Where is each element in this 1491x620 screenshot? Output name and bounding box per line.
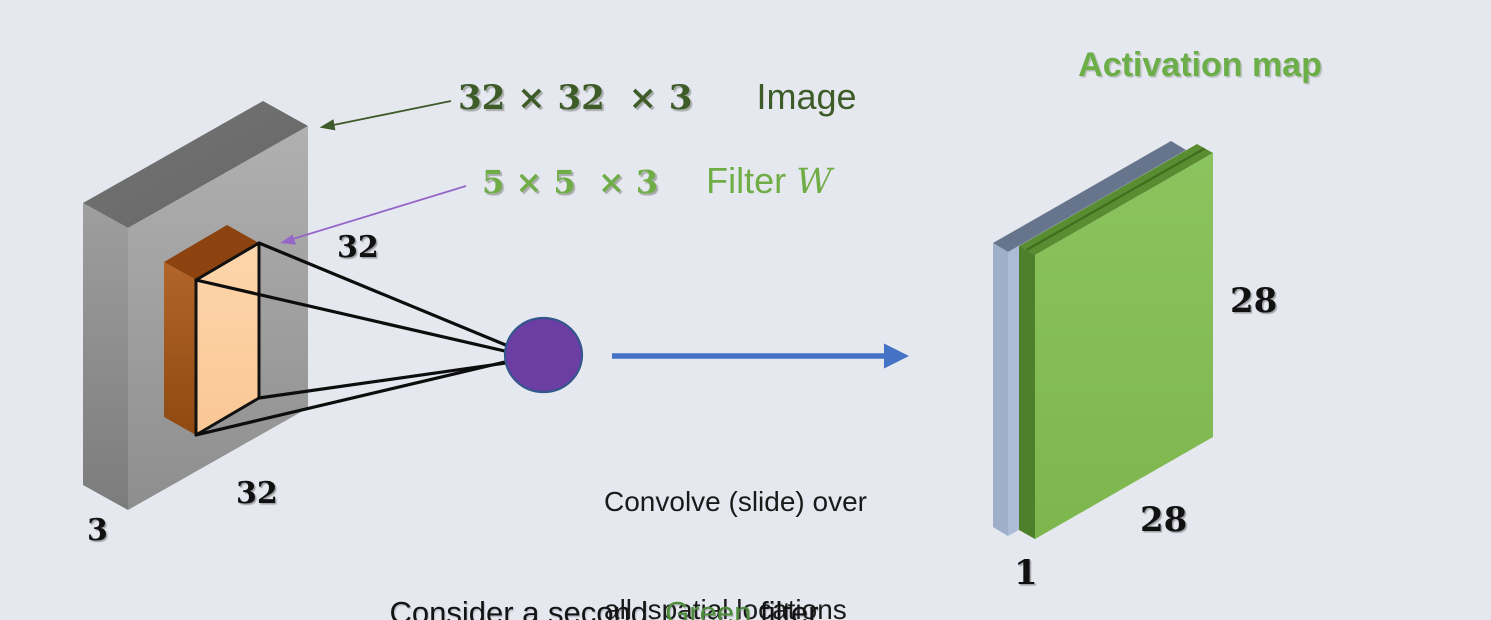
convolve-caption-line1: Convolve (slide) over — [604, 486, 867, 517]
bottom-caption-prefix: Consider a second, — [389, 595, 666, 620]
filter-dims-label: 5 × 5 × 3 — [482, 163, 659, 201]
connection-line — [257, 241, 515, 350]
filter-cube-left-face — [164, 262, 196, 435]
convolve-caption: Convolve (slide) over all spatial locati… — [604, 412, 867, 620]
activation-height-label: 28 — [1230, 281, 1278, 321]
image-leader-arrowhead-icon — [319, 119, 336, 131]
bottom-caption: Consider a second, Green filter — [355, 566, 819, 620]
filter-cube — [164, 225, 261, 437]
convolve-caption-line2: all spatial locations — [604, 594, 847, 620]
image-cube-left-face — [83, 203, 128, 510]
image-name-label: Image — [756, 76, 857, 117]
back-slab-left-face — [993, 243, 1008, 536]
image-dims-label: 32 × 32 × 3 — [458, 78, 693, 118]
activation-map-title: Activation map — [1078, 46, 1322, 84]
convolve-arrowhead-icon — [884, 343, 909, 369]
activation-width-label: 28 — [1140, 500, 1188, 540]
filter-name-label: Filter — [706, 160, 787, 201]
filter-cube-top-face — [164, 225, 259, 280]
back-slab-top-face — [993, 141, 1186, 252]
image-label-row: 32 × 32 × 3 Image — [458, 76, 857, 118]
connection-line — [194, 359, 511, 437]
filter-symbol-label: W — [796, 162, 833, 202]
activation-map-front-slab — [1019, 144, 1213, 539]
image-width-label: 32 — [236, 476, 278, 511]
green-slab-top-groove — [1025, 147, 1206, 251]
bottom-caption-suffix: filter — [751, 595, 819, 620]
bottom-caption-highlight: Green — [665, 595, 752, 620]
neuron-circle — [503, 316, 584, 394]
image-height-label: 32 — [337, 230, 379, 265]
convolve-arrow — [612, 343, 909, 369]
activation-depth-label: 1 — [1014, 553, 1038, 593]
image-leader-line — [330, 100, 452, 127]
connection-line — [257, 360, 515, 400]
image-depth-label: 3 — [87, 513, 108, 548]
green-slab-front-face — [1035, 153, 1213, 539]
image-leader-arrow — [319, 100, 452, 131]
connection-line — [194, 278, 511, 354]
connection-lines — [194, 241, 515, 437]
filter-leader-arrow — [280, 185, 467, 245]
image-cube-top-face — [83, 101, 308, 228]
green-slab-left-face — [1019, 246, 1035, 539]
filter-leader-arrowhead-icon — [280, 234, 296, 245]
filter-leader-line — [290, 185, 467, 241]
filter-label-row: 5 × 5 × 3 Filter W — [482, 160, 832, 202]
